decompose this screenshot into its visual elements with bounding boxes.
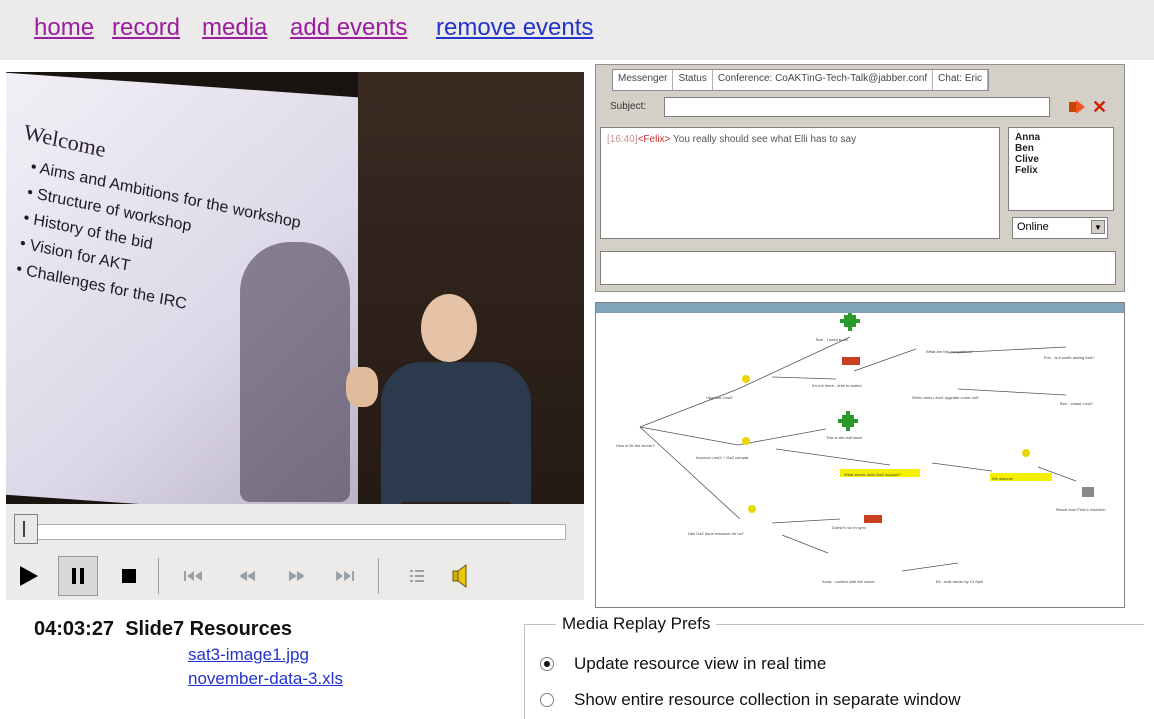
svg-text:Eli - mail owner by 12 April: Eli - mail owner by 12 April	[936, 579, 983, 584]
svg-text:What are the competitors?: What are the competitors?	[926, 349, 974, 354]
svg-text:Anna - confirm with the owner: Anna - confirm with the owner	[822, 579, 876, 584]
svg-text:We assume: We assume	[992, 476, 1014, 481]
seek-thumb[interactable]	[14, 514, 38, 544]
nav-media-link[interactable]: media	[202, 14, 268, 41]
argument-map-graph: Bob - I need to do What are the competit…	[616, 313, 1105, 584]
user-item[interactable]: Clive	[1015, 154, 1039, 165]
message-time: [16:40]	[607, 134, 638, 145]
tab-messenger[interactable]: Messenger	[613, 70, 674, 90]
nav-remove-events-link[interactable]: remove events	[436, 14, 594, 41]
status-dropdown[interactable]: Online ▼	[1012, 217, 1108, 239]
user-list: Anna Ben Clive Felix	[1008, 127, 1114, 211]
chat-input[interactable]	[600, 251, 1116, 285]
presenter-shadow	[240, 242, 350, 502]
presenter-body	[381, 362, 531, 504]
skip-end-icon	[336, 571, 354, 581]
radio-button[interactable]	[540, 693, 554, 707]
close-icon[interactable]: ✕	[1092, 97, 1108, 117]
skip-start-icon	[184, 571, 202, 581]
resource-title: Slide7 Resources	[125, 618, 292, 640]
skip-end-button[interactable]	[330, 556, 360, 596]
subject-label: Subject:	[610, 101, 647, 112]
message-nick: <Felix>	[637, 134, 671, 145]
send-icon[interactable]	[1068, 99, 1086, 115]
presenter-hand	[346, 367, 378, 407]
slide-resources: 04:03:27 Slide7 Resources sat3-image1.jp…	[34, 618, 514, 689]
resource-timestamp: 04:03:27	[34, 618, 115, 640]
svg-text:Result from Felix's research: Result from Felix's research	[1056, 507, 1105, 512]
svg-text:When does LinuX upgrade come o: When does LinuX upgrade come out?	[912, 395, 980, 400]
subject-input[interactable]	[664, 97, 1050, 117]
pause-button[interactable]	[58, 556, 98, 596]
svg-text:This is the real issue: This is the real issue	[826, 435, 863, 440]
fast-forward-icon	[289, 571, 305, 581]
media-replay-prefs	[524, 624, 1144, 719]
video-player[interactable]: Welcome Aims and Ambitions for the works…	[6, 72, 584, 504]
top-nav-bar: home record media add events remove even…	[0, 0, 1154, 60]
tab-conference[interactable]: Conference: CoAKTinG-Tech-Talk@jabber.co…	[713, 70, 934, 90]
toolbar-divider	[158, 558, 159, 594]
chat-panel: Messenger Status Conference: CoAKTinG-Te…	[595, 64, 1125, 292]
radio-label: Show entire resource collection in separ…	[574, 690, 961, 709]
map-titlebar	[596, 303, 1124, 313]
rewind-button[interactable]	[232, 556, 262, 596]
svg-text:It's not there - time to switc: It's not there - time to switch	[812, 383, 862, 388]
presenter-head	[421, 294, 477, 362]
radio-button-selected[interactable]	[540, 657, 554, 671]
svg-text:Improve LinuX + DaZ compat: Improve LinuX + DaZ compat	[696, 455, 749, 460]
tab-chat-eric[interactable]: Chat: Eric	[933, 70, 989, 90]
pause-icon	[72, 568, 84, 584]
toolbar-divider	[378, 558, 379, 594]
stop-button[interactable]	[114, 556, 144, 596]
radio-update-realtime[interactable]: Update resource view in real time	[540, 654, 826, 674]
radio-separate-window[interactable]: Show entire resource collection in separ…	[540, 690, 960, 710]
volume-button[interactable]	[446, 556, 476, 596]
svg-text:Doesn't run in sync: Doesn't run in sync	[832, 525, 866, 530]
user-item[interactable]: Ben	[1015, 143, 1034, 154]
playlist-icon	[410, 570, 424, 582]
svg-text:How to fix the server?: How to fix the server?	[616, 443, 655, 448]
play-icon	[20, 566, 38, 586]
stop-icon	[122, 569, 136, 583]
user-item[interactable]: Felix	[1015, 165, 1038, 176]
svg-text:Has DaZ done research for us?: Has DaZ done research for us?	[688, 531, 745, 536]
event-map[interactable]: Bob - I need to do What are the competit…	[595, 302, 1125, 608]
nav-home-link[interactable]: home	[34, 14, 95, 41]
chat-tabs: Messenger Status Conference: CoAKTinG-Te…	[612, 69, 990, 91]
rewind-icon	[239, 571, 255, 581]
message-log[interactable]: [16:40]<Felix> You really should see wha…	[600, 127, 1000, 239]
svg-text:Bob - I need to do: Bob - I need to do	[816, 337, 849, 342]
svg-text:Upgrade LinuX: Upgrade LinuX	[706, 395, 733, 400]
message-text: You really should see what Elli has to s…	[673, 134, 857, 145]
svg-text:What server does DaZ support?: What server does DaZ support?	[844, 472, 901, 477]
presenter-legs	[401, 502, 511, 504]
skip-start-button[interactable]	[178, 556, 208, 596]
user-item[interactable]: Anna	[1015, 132, 1040, 143]
player-controls	[6, 504, 584, 600]
fast-forward-button[interactable]	[282, 556, 312, 596]
svg-text:Ben - chase LinuX: Ben - chase LinuX	[1060, 401, 1093, 406]
play-button[interactable]	[12, 556, 46, 596]
chevron-down-icon: ▼	[1091, 220, 1105, 234]
map-nodes	[742, 313, 1094, 523]
seek-bar[interactable]	[14, 524, 566, 540]
volume-icon	[452, 564, 467, 588]
prefs-legend: Media Replay Prefs	[556, 614, 717, 634]
slide-title: Welcome	[22, 119, 108, 163]
nav-record-link[interactable]: record	[112, 14, 181, 41]
resource-link[interactable]: november-data-3.xls	[188, 669, 343, 688]
resource-link[interactable]: sat3-image1.jpg	[188, 645, 309, 664]
status-value: Online	[1017, 221, 1049, 233]
radio-label: Update resource view in real time	[574, 654, 827, 673]
svg-text:Eric - Is it worth asking fred: Eric - Is it worth asking fred?	[1044, 355, 1095, 360]
resource-heading: 04:03:27 Slide7 Resources	[34, 618, 514, 641]
nav-add-events-link[interactable]: add events	[290, 14, 408, 41]
playlist-button[interactable]	[402, 556, 432, 596]
tab-status[interactable]: Status	[673, 70, 713, 90]
